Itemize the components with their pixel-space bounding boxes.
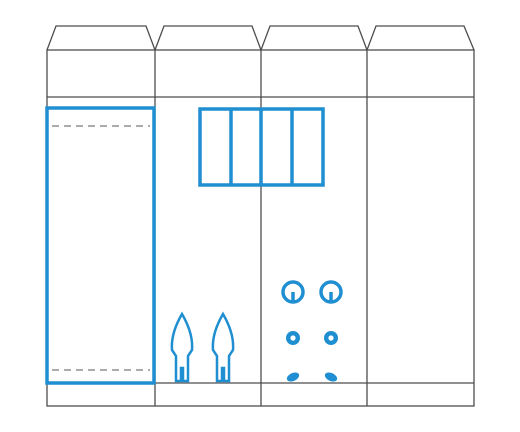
rotary-knob-left [286, 331, 300, 345]
rotary-knob-right [324, 331, 338, 345]
terminal-block [198, 107, 325, 187]
indicator-lamp-right [319, 280, 343, 304]
indicator-lamp-left [281, 280, 305, 304]
cabinet-module-3 [260, 25, 368, 406]
fuse-left [170, 311, 194, 383]
cabinet-module-4 [366, 25, 475, 51]
led-left [286, 372, 300, 382]
door-panel [45, 106, 156, 385]
fuse-right [211, 311, 235, 383]
cabinet-module-1 [46, 25, 156, 406]
led-right [324, 372, 338, 382]
